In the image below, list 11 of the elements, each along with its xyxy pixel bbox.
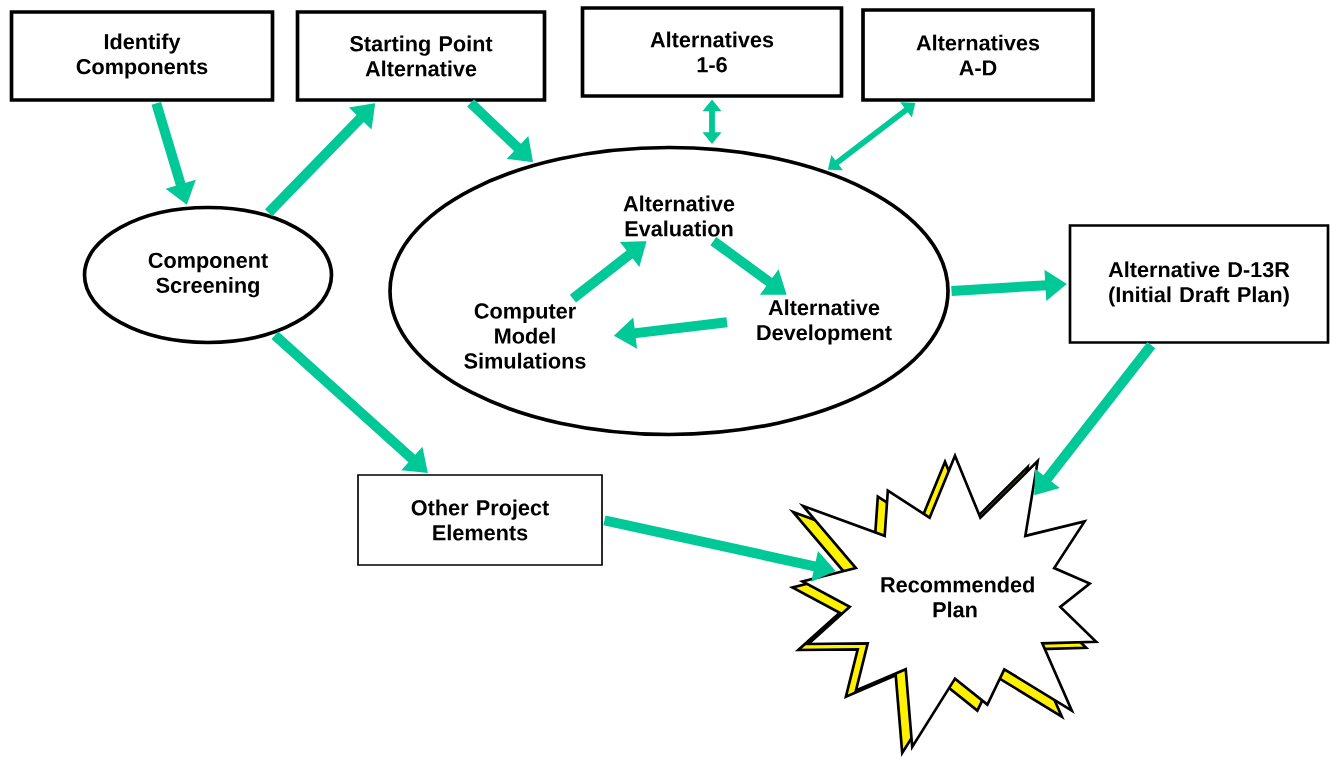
- process-box: Alternatives A-D: [861, 8, 1095, 102]
- step-label: Alternative Evaluation: [623, 195, 735, 237]
- step-label: Computer Model Simulations: [464, 303, 586, 369]
- step-label: Alternative Development: [757, 299, 892, 345]
- process-ellipse: [388, 145, 950, 437]
- block-arrow: [271, 331, 428, 473]
- process-box: Starting Point Alternative: [295, 10, 547, 102]
- process-box: Alternatives 1-6: [580, 6, 844, 98]
- process-box: Other Project Elements: [357, 474, 603, 566]
- process-box: Identify Components: [9, 10, 275, 102]
- process-box: Alternative D-13R (Initial Draft Plan): [1068, 224, 1330, 344]
